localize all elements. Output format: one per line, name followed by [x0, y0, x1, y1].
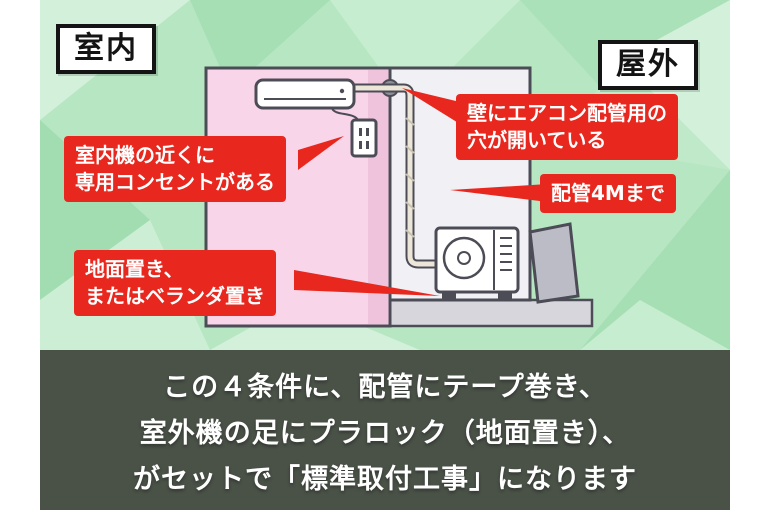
callout-line: 穴が開いている	[467, 128, 607, 152]
balcony-wall-icon	[528, 222, 580, 304]
callout-line: 専用コンセントがある	[75, 170, 275, 194]
outdoor-area-label: 屋外	[598, 40, 698, 90]
callout-line: 配管4Mまで	[551, 181, 665, 205]
power-outlet-icon	[350, 118, 378, 158]
callout-line: 室内機の近くに	[75, 143, 215, 167]
footer-line-1: この４条件に、配管にテープ巻き、	[163, 371, 607, 403]
footer-line-3: がセットで「標準取付工事」になります	[133, 463, 637, 495]
pipe-icon	[349, 83, 441, 269]
callout-pipe-length-note: 配管4Mまで	[540, 174, 676, 213]
callout-line: 地面置き、	[85, 257, 184, 281]
callout-tails	[294, 88, 548, 296]
callout-line: またはベランダ置き	[85, 284, 265, 308]
indoor-ac-unit-icon	[254, 78, 359, 121]
indoor-area-label: 室内	[56, 24, 156, 74]
footer-line-2: 室外機の足にプラロック（地面置き）、	[139, 417, 631, 449]
callout-line: 壁にエアコン配管用の	[467, 101, 667, 125]
callout-placement-note: 地面置き、 またはベランダ置き	[74, 250, 276, 316]
outdoor-unit-icon	[434, 226, 520, 299]
callout-wall-hole-note: 壁にエアコン配管用の 穴が開いている	[456, 94, 678, 160]
callout-outlet-note: 室内機の近くに 専用コンセントがある	[64, 136, 286, 202]
footer-banner: この４条件に、配管にテープ巻き、 室外機の足にプラロック（地面置き）、 がセット…	[40, 350, 730, 510]
